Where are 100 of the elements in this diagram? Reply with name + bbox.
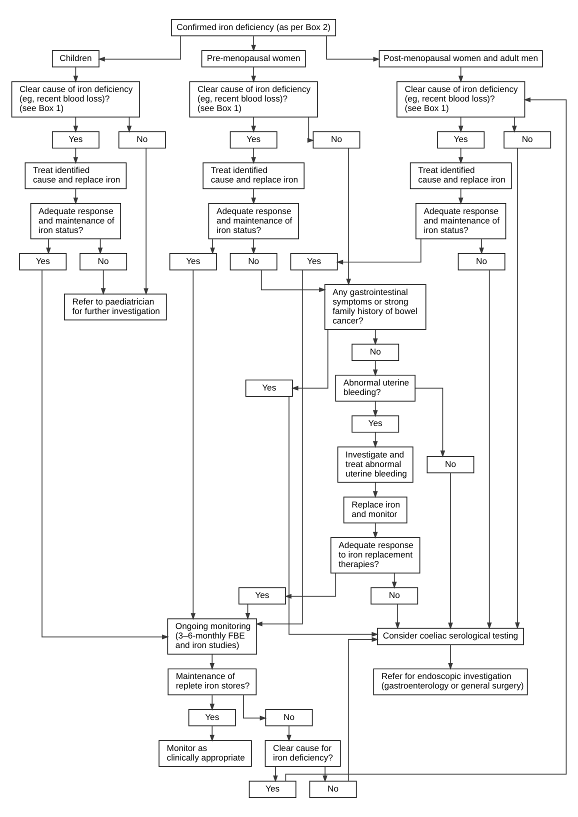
arrow [73, 66, 78, 83]
arrow [372, 432, 378, 448]
node-box: Clear cause for iron deficiency? [264, 740, 341, 767]
arrow [98, 36, 182, 62]
arrow [414, 388, 446, 458]
arrow [372, 329, 378, 346]
node-box: Adequate response to iron replacement therapies? [330, 537, 420, 574]
arrow [372, 401, 378, 418]
arrow [458, 66, 464, 83]
node-box: Treat identified cause and replace iron [410, 162, 512, 190]
arrow [512, 116, 517, 133]
arrow [479, 238, 484, 254]
node-box: Clear cause of iron deficiency (eg, recent blood loss)? (see Box 1) [11, 81, 140, 118]
arrow [46, 238, 51, 254]
arrow [486, 270, 492, 630]
arrow [243, 694, 267, 721]
node-box: Confirmed iron deficiency (as per Box 2) [171, 19, 336, 36]
node-box: Post-menopausal women and adult men [378, 50, 543, 68]
node-box: Any gastrointestinal symptoms or strong family history of bowel cancer? [324, 284, 426, 330]
node-box: Abnormal uterine bleeding? [335, 374, 416, 402]
node-box: Ongoing monitoring (3–6-monthly FBE and iron studies) [167, 618, 258, 655]
node-box: No [426, 456, 474, 474]
arrow [190, 270, 196, 620]
node-box: No [504, 131, 552, 149]
node-box: Yes [169, 253, 217, 270]
arrow [372, 360, 378, 376]
arrow [448, 472, 453, 630]
arrow [210, 654, 215, 670]
arrow [458, 148, 464, 164]
arrow [322, 766, 328, 782]
arrow [515, 148, 520, 630]
arrow [251, 116, 256, 133]
node-box: Yes [19, 253, 67, 270]
arrow [210, 238, 215, 254]
node-box: Yes [248, 780, 296, 798]
arrow [372, 482, 378, 498]
node-box: Treat identified cause and replace iron [202, 162, 305, 190]
arrow [448, 644, 453, 670]
node-box: Adequate response and maintenance of iron status? [208, 202, 299, 240]
node-box: No [265, 709, 313, 726]
node-box: No [230, 253, 278, 270]
arrow [73, 148, 78, 164]
arrow [284, 572, 336, 599]
node-box: Replace iron and monitor [343, 496, 408, 524]
arrow [286, 726, 292, 742]
node-box: No [370, 587, 418, 605]
arrow [73, 188, 78, 205]
node-box: Pre-menopausal women [201, 50, 306, 68]
arrow [288, 396, 379, 637]
arrow [251, 36, 256, 52]
node-box: No [309, 780, 357, 798]
node-box: Refer for endoscopic investigation (gastroenterology or general surgery) [373, 668, 528, 696]
arrow [251, 148, 256, 164]
arrow [42, 270, 169, 640]
node-box: Yes [188, 709, 236, 726]
node-box: Yes [230, 131, 278, 149]
arrow [291, 329, 328, 391]
arrow [346, 148, 351, 286]
node-box: Yes [52, 131, 100, 149]
node-box: Yes [352, 415, 400, 433]
node-box: Adequate response and maintenance of iron status? [30, 202, 122, 240]
arrow [348, 637, 379, 782]
node-box: Treat identified cause and replace iron [24, 162, 127, 190]
arrow [273, 766, 278, 782]
arrow [255, 270, 303, 626]
node-box: Yes [290, 253, 338, 270]
arrow [260, 270, 326, 292]
arrow [210, 694, 215, 711]
arrow [144, 148, 148, 296]
node-box: Maintenance of replete iron stores? [168, 668, 257, 696]
arrow [458, 116, 464, 133]
arrow [251, 188, 256, 205]
node-box: Yes [245, 380, 293, 397]
arrow [285, 97, 567, 782]
node-box: Yes [238, 587, 286, 605]
arrow [307, 116, 314, 143]
arrow [326, 36, 380, 62]
node-box: No [80, 253, 128, 270]
arrow [336, 238, 422, 265]
arrow [458, 188, 464, 205]
arrow [372, 522, 378, 539]
node-box: Investigate and treat abnormal uterine bleeding [337, 446, 414, 483]
arrow [210, 726, 215, 742]
node-box: Clear cause of iron deficiency (eg, recent blood loss)? (see Box 1) [396, 81, 526, 118]
arrow [251, 238, 256, 254]
node-box: No [312, 131, 360, 149]
node-box: Refer to paediatrician for further investigation [64, 294, 167, 320]
arrow [100, 270, 106, 296]
node-box: Children [52, 50, 100, 68]
node-box: Yes [437, 131, 485, 149]
arrow [395, 604, 400, 630]
node-box: Adequate response and maintenance of iron status? [416, 202, 506, 240]
arrow [392, 572, 397, 589]
arrow [245, 604, 250, 620]
node-box: No [458, 253, 506, 270]
node-box: Consider coeliac serological testing [377, 628, 524, 646]
arrow [251, 66, 256, 83]
node-box: Clear cause of iron deficiency (eg, recent blood loss)? (see Box 1) [189, 81, 318, 118]
node-box: No [118, 131, 166, 149]
node-box: Monitor as clinically appropriate [158, 740, 252, 767]
